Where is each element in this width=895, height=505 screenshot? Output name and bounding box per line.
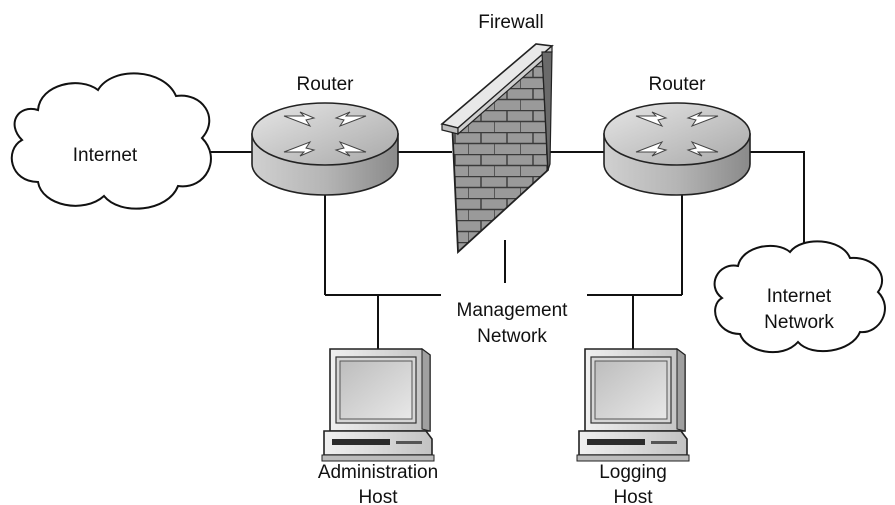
logging-host-label-line2: Host [613, 487, 653, 505]
administration-host-label-line1: Administration [318, 462, 438, 483]
internet-network-label-line2: Network [764, 312, 834, 333]
firewall-icon [440, 43, 554, 254]
computer-icon [576, 348, 690, 462]
cloud-icon [713, 240, 886, 353]
internet-cloud: Internet [10, 72, 212, 210]
wire-router-right-internal [748, 151, 805, 256]
computer-icon [321, 348, 435, 462]
cloud-icon [10, 72, 212, 210]
logging-host-label-line1: Logging [599, 462, 667, 483]
router-left: Router [251, 74, 399, 196]
administration-host-label-line2: Host [358, 487, 398, 505]
logging-host: Logging Host [576, 348, 690, 505]
administration-host: Administration Host [318, 348, 438, 505]
router-right-label: Router [648, 74, 706, 95]
internet-network-label-line1: Internet [767, 286, 832, 307]
management-network-label-line2: Network [477, 326, 547, 347]
internal-network-cloud: Internet Network [713, 240, 886, 353]
router-right: Router [603, 74, 751, 196]
internet-label: Internet [73, 145, 138, 166]
router-left-label: Router [296, 74, 354, 95]
router-icon [251, 102, 399, 196]
mgmt-label-bg [441, 283, 587, 307]
router-icon [603, 102, 751, 196]
firewall-label: Firewall [478, 12, 543, 33]
management-network-label-line1: Management [457, 300, 569, 321]
firewall: Firewall [440, 12, 554, 254]
